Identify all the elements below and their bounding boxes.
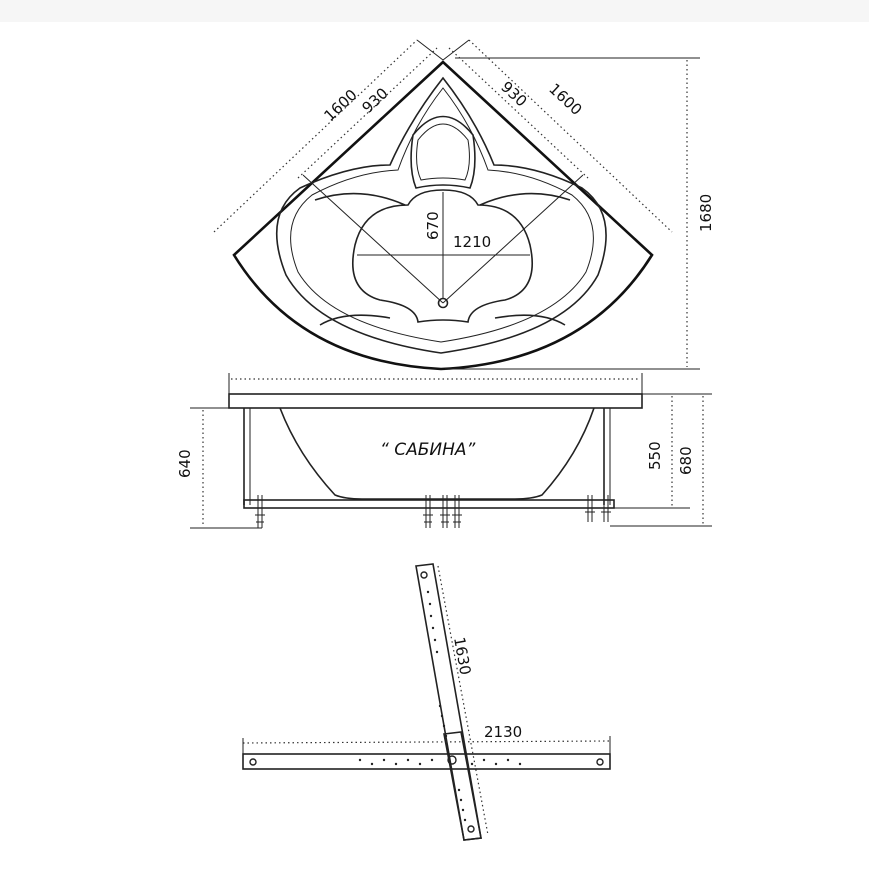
dim-line-1630 — [437, 565, 489, 836]
diagonal-beam-front — [443, 731, 482, 841]
perforation-dots — [358, 590, 522, 822]
tub-rim — [228, 393, 643, 409]
drain-circle — [437, 297, 449, 309]
inner-rim-outline — [275, 76, 607, 354]
dim-1600-right: 1600 — [545, 80, 585, 119]
dim-line-930-left — [297, 47, 438, 179]
top-gray-strip — [0, 0, 869, 22]
extension-line-left — [416, 39, 444, 61]
dim-680: 680 — [677, 446, 695, 475]
horizontal-beam — [242, 753, 611, 770]
diagonal-line-left — [302, 174, 444, 304]
adjustable-feet — [255, 495, 611, 528]
side-view: “ САБИНА” 640 550 680 — [176, 373, 712, 529]
left-seat-outline — [314, 192, 406, 326]
diagonal-beam — [415, 563, 482, 841]
dim-930-right: 930 — [497, 78, 530, 111]
dim-line-2130 — [242, 740, 611, 744]
extension-line-right — [442, 39, 470, 61]
inner-basin-outline — [351, 189, 534, 323]
dim-640: 640 — [176, 449, 194, 478]
tub-body-outline — [279, 407, 595, 500]
frame-view: 1630 2130 — [242, 563, 611, 841]
headrest-outline — [410, 115, 476, 189]
dim-1210: 1210 — [453, 233, 491, 251]
headrest-inner-outline — [416, 123, 470, 181]
dim-670: 670 — [424, 211, 442, 240]
dim-1600-left: 1600 — [320, 86, 360, 125]
dim-1630: 1630 — [450, 636, 474, 677]
dim-930-left: 930 — [358, 84, 391, 117]
dim-line-1600-left — [213, 39, 418, 233]
dim-line-930-right — [448, 47, 589, 179]
outer-shell-outline — [232, 60, 654, 371]
mounting-holes — [249, 571, 604, 833]
diagonal-line-right — [442, 174, 584, 304]
secondary-rim-outline — [290, 87, 594, 343]
model-name: “ САБИНА” — [380, 440, 476, 460]
top-view: 1600 930 930 1600 1680 670 1210 — [213, 39, 715, 371]
dim-line-1600-right — [468, 39, 673, 233]
base-frame-bar — [243, 499, 615, 509]
dim-1680: 1680 — [697, 194, 715, 232]
right-seat-outline — [479, 192, 571, 326]
dim-2130: 2130 — [484, 723, 522, 741]
dim-550: 550 — [646, 441, 664, 470]
